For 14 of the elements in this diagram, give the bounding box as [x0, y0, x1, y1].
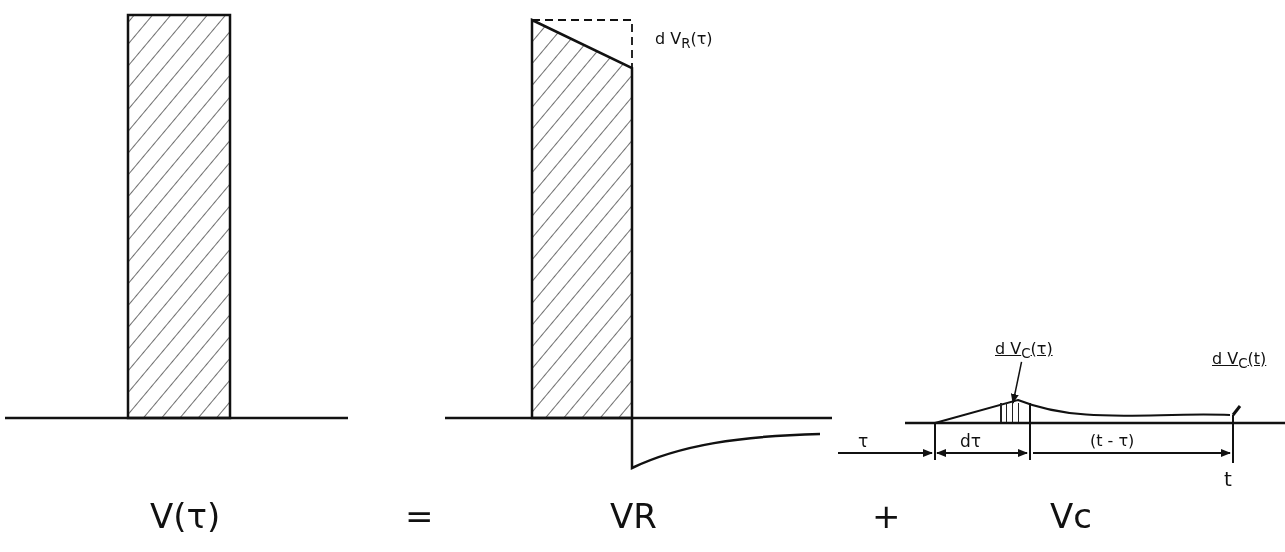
axis-label: t: [1224, 468, 1232, 490]
term-label: V(τ): [150, 498, 221, 536]
operator-symbol: =: [405, 498, 434, 536]
annotation-label: d V$_{C}$(τ): [995, 340, 1053, 362]
hatched-strip: [1000, 403, 1022, 422]
annotation-label: d V$_{C}$(t): [1212, 350, 1267, 372]
dimension-label: dτ: [960, 432, 982, 451]
term-label: Vc: [1050, 498, 1092, 536]
term-label: VR: [610, 498, 657, 536]
dimension-label: (t - τ): [1090, 432, 1135, 450]
operator-symbol: +: [872, 498, 901, 536]
leader-line: [1010, 361, 1023, 404]
annotation-label: d V$_{R}$(τ): [655, 30, 713, 52]
dimension-label: τ: [858, 432, 869, 451]
